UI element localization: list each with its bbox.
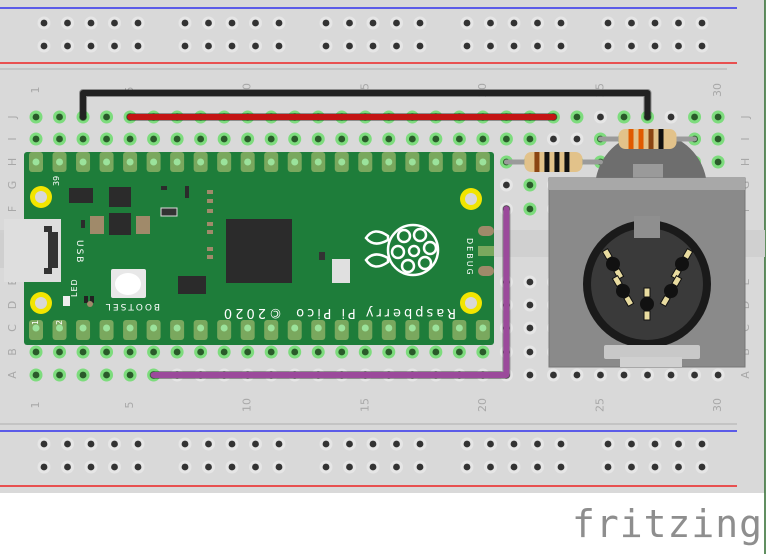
pin1-label: 1 — [31, 320, 40, 325]
resistors — [503, 129, 698, 172]
column-label-15: 15 — [358, 398, 371, 412]
black-wire[interactable] — [80, 90, 651, 120]
resistor-1[interactable] — [597, 129, 698, 149]
column-label-30: 30 — [711, 398, 724, 412]
column-label-10: 10 — [241, 398, 254, 412]
column-label-5: 5 — [123, 402, 136, 409]
row-label-C: C — [6, 324, 19, 332]
pin39-label: 39 — [52, 176, 61, 186]
pico-copyright-label: ©2020 — [221, 305, 282, 320]
row-label-D: D — [6, 301, 19, 309]
row-label-H: H — [739, 158, 752, 166]
row-label-J: J — [6, 115, 19, 119]
column-label-30: 30 — [711, 83, 724, 97]
bootsel-label: BOOTSEL — [104, 301, 160, 311]
purple-wire[interactable] — [150, 206, 510, 378]
resistor-2[interactable] — [503, 152, 603, 172]
pico-title-label: Raspberry Pi Pico — [293, 305, 456, 320]
row-label-I: I — [739, 137, 752, 140]
column-label-20: 20 — [476, 398, 489, 412]
raspberry-pi-logo — [364, 223, 440, 277]
rp2040-chip — [226, 219, 292, 283]
row-label-J: J — [739, 115, 752, 119]
fritzing-logo: fritzing — [571, 502, 763, 546]
midi-din-connector[interactable] — [548, 132, 746, 368]
wires — [79, 89, 652, 379]
debug-label: DEBUG — [465, 238, 474, 277]
column-label-1: 1 — [29, 87, 42, 94]
row-label-A: A — [739, 371, 752, 379]
row-label-I: I — [6, 137, 19, 140]
column-label-1: 1 — [29, 402, 42, 409]
column-label-25: 25 — [593, 398, 606, 412]
raspberry-pi-pico[interactable]: Raspberry Pi Pico ©2020 BOOTSEL USB LED … — [0, 152, 494, 345]
row-label-B: B — [6, 348, 19, 356]
led-label: LED — [70, 278, 79, 297]
row-label-A: A — [6, 371, 19, 379]
row-label-F: F — [6, 206, 19, 212]
row-label-H: H — [6, 158, 19, 166]
pin2-label: 2 — [55, 320, 64, 325]
usb-label: USB — [74, 240, 84, 264]
row-label-G: G — [6, 181, 19, 190]
